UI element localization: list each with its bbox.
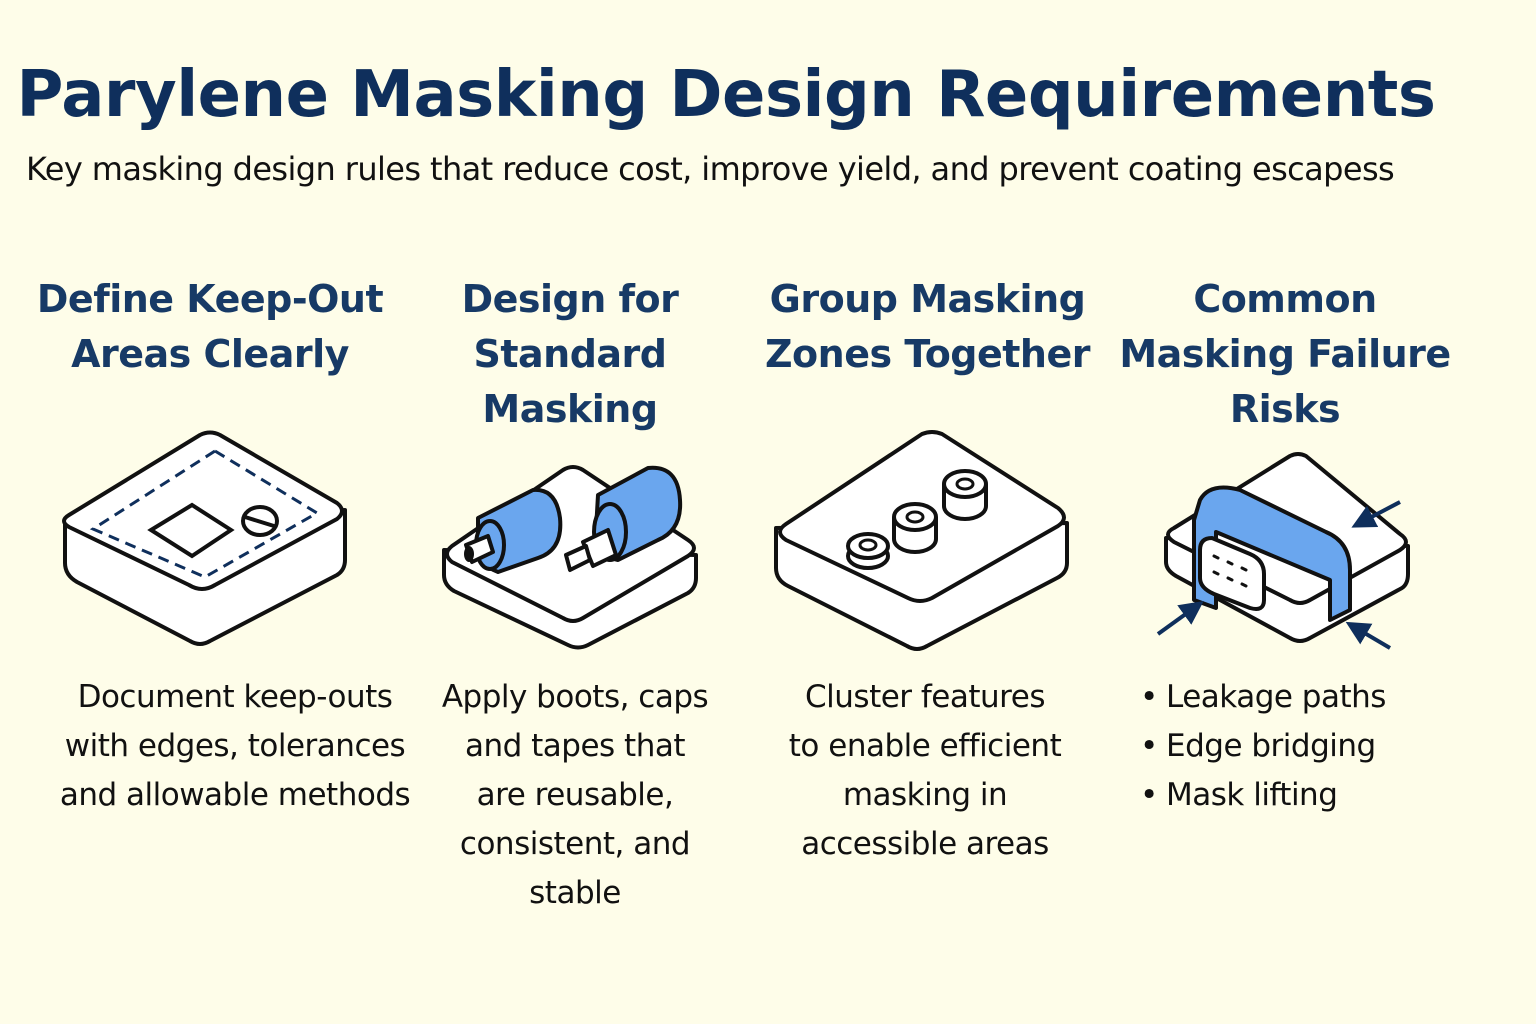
body-line: to enable efficient: [788, 728, 1062, 764]
bullet-text: Edge bridging: [1166, 728, 1376, 764]
body-line: and tapes that: [464, 728, 686, 764]
list-item: •Mask lifting: [1140, 771, 1386, 820]
pcb-keep-out-zone-icon: [62, 430, 347, 646]
heading-line: Zones Together: [764, 332, 1091, 376]
description-standard-masking: Apply boots, caps and tapes that are reu…: [420, 673, 730, 918]
body-line: accessible areas: [801, 826, 1049, 862]
page-title: Parylene Masking Design Requirements: [16, 58, 1436, 132]
heading-line: Standard: [473, 332, 667, 376]
heading-line: Masking Failure: [1119, 332, 1451, 376]
description-keep-out-areas: Document keep-outs with edges, tolerance…: [30, 673, 440, 820]
page-subtitle: Key masking design rules that reduce cos…: [26, 150, 1395, 188]
body-line: consistent, and: [459, 826, 691, 862]
description-group-masking-zones: Cluster features to enable efficient mas…: [770, 673, 1080, 869]
heading-line: Common: [1193, 277, 1377, 321]
heading-standard-masking: Design for Standard Masking: [410, 272, 730, 437]
heading-line: Risks: [1229, 387, 1341, 431]
body-line: are reusable,: [476, 777, 674, 813]
bullet-text: Mask lifting: [1166, 777, 1338, 813]
bullet-icon: •: [1140, 728, 1158, 764]
body-line: masking in: [842, 777, 1008, 813]
heading-line: Areas Clearly: [71, 332, 349, 376]
heading-masking-failure-risks: Common Masking Failure Risks: [1115, 272, 1455, 437]
bullet-icon: •: [1140, 777, 1158, 813]
heading-line: Define Keep-Out: [36, 277, 384, 321]
heading-line: Design for: [461, 277, 679, 321]
body-line: with edges, tolerances: [64, 728, 406, 764]
heading-line: Masking: [482, 387, 658, 431]
list-item: •Leakage paths: [1140, 673, 1386, 722]
heading-line: Group Masking: [769, 277, 1086, 321]
bullet-text: Leakage paths: [1166, 679, 1386, 715]
heading-keep-out-areas: Define Keep-Out Areas Clearly: [20, 272, 400, 382]
list-item: •Edge bridging: [1140, 722, 1386, 771]
connector-mask-failure-icon: [1156, 452, 1410, 650]
body-line: Apply boots, caps: [441, 679, 709, 715]
heading-group-masking-zones: Group Masking Zones Together: [755, 272, 1100, 382]
body-line: Document keep-outs: [77, 679, 393, 715]
grouped-standoffs-icon: [774, 430, 1069, 651]
failure-risk-list: •Leakage paths •Edge bridging •Mask lift…: [1140, 673, 1386, 820]
boots-and-caps-icon: [442, 465, 698, 650]
bullet-icon: •: [1140, 679, 1158, 715]
body-line: stable: [529, 875, 621, 911]
body-line: Cluster features: [805, 679, 1045, 715]
body-line: and allowable methods: [59, 777, 411, 813]
